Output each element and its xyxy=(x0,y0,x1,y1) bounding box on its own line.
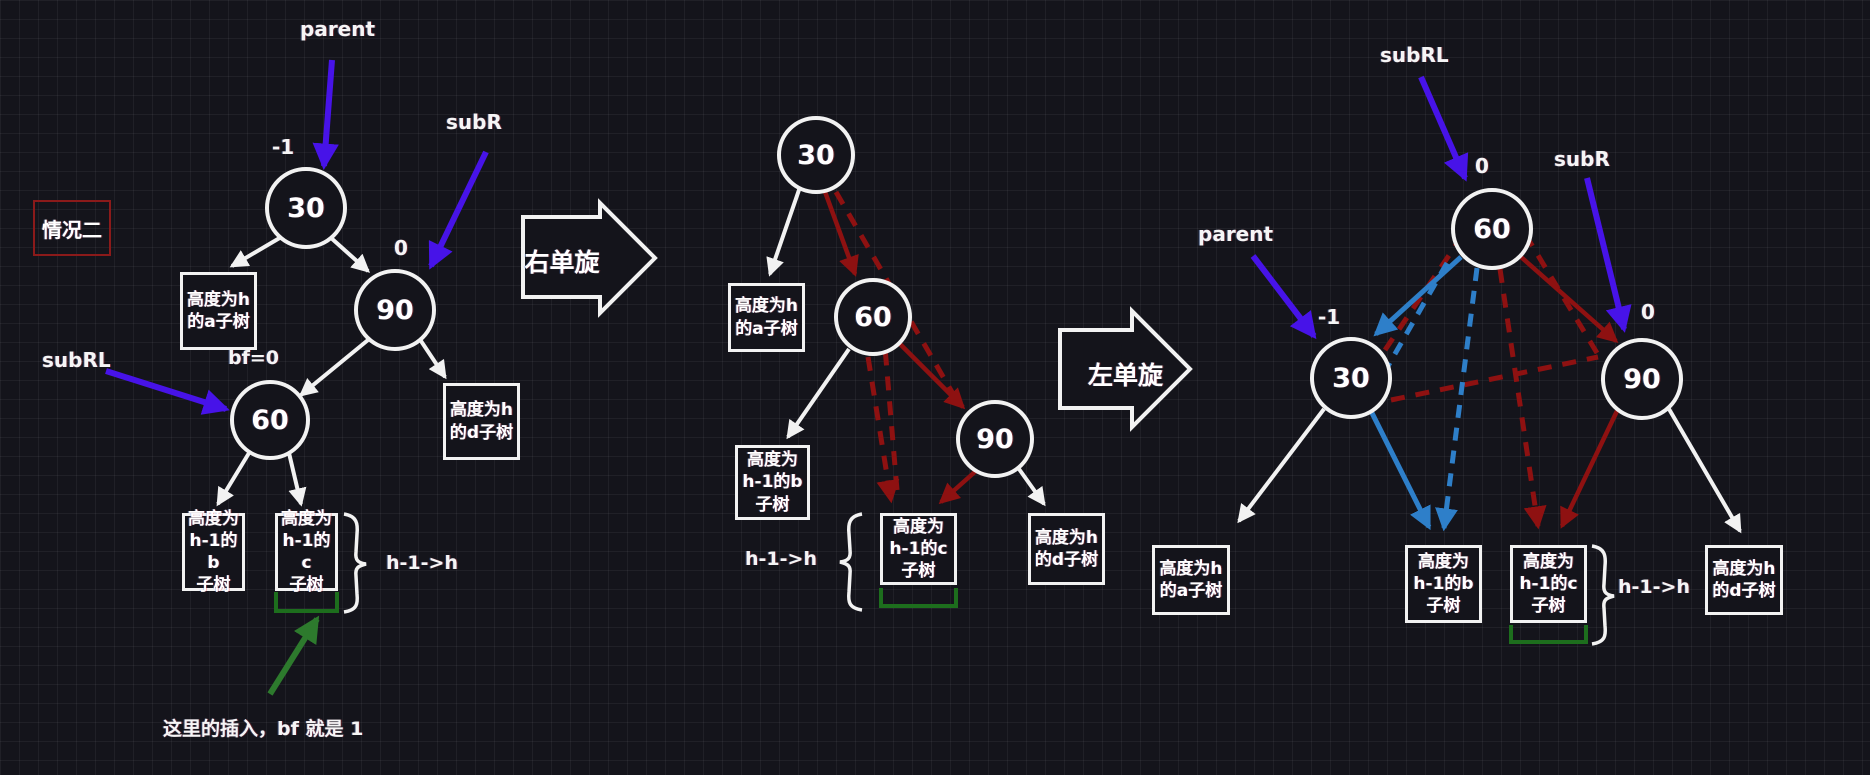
brace-middle-tree xyxy=(839,512,863,612)
insert-note-arrow xyxy=(267,615,320,696)
edge-left-60-c xyxy=(287,452,307,507)
parent-pointer-arrow-left xyxy=(312,59,339,170)
tree-node: 30 xyxy=(797,139,835,171)
edge-mid-90-d xyxy=(1017,467,1046,507)
edge-left-60-b xyxy=(216,451,251,507)
height-change-left: h-1->h xyxy=(386,552,458,574)
parent-pointer-arrow-right xyxy=(1250,254,1317,340)
subtree-box-b: 高度为 h-1的b 子树 xyxy=(735,445,810,520)
edge-right-60-90-red xyxy=(1519,255,1619,344)
subtree-box-c: 高度为 h-1的c 子树 xyxy=(1510,545,1587,623)
subrl-pointer-arrow-left xyxy=(105,368,230,415)
edge-right-30-90-dashed xyxy=(1390,354,1599,403)
bf-60-right: 0 xyxy=(1475,154,1489,178)
node-circle-right-30 xyxy=(1310,337,1392,419)
node-circle-left-60 xyxy=(230,380,310,460)
subr-label-right: subR xyxy=(1554,147,1610,171)
edge-right-90-c-red xyxy=(1559,410,1620,529)
left-rotation-arrow xyxy=(1058,306,1193,432)
right-rotation-label: 右单旋 xyxy=(524,248,600,277)
edge-mid-30-a xyxy=(766,186,802,277)
edge-right-30-a xyxy=(1237,407,1326,524)
subtree-box-c: 高度为 h-1的c 子树 xyxy=(275,509,338,595)
subtree-box-d: 高度为h 的d子树 xyxy=(443,383,520,460)
node-circle-mid-60 xyxy=(834,278,912,356)
edge-right-60-c-dashed xyxy=(1497,268,1547,530)
parent-label-right: parent xyxy=(1198,222,1274,246)
tree-node: 90 xyxy=(376,294,414,326)
edge-left-30-a xyxy=(229,234,285,268)
bf-root-left: -1 xyxy=(272,135,295,159)
tree-node: 60 xyxy=(251,404,289,436)
tree-node: 60 xyxy=(1473,213,1511,245)
edge-left-90-d xyxy=(419,339,447,380)
subtree-box-a: 高度为h 的a子树 xyxy=(1152,545,1230,615)
subrl-pointer-arrow-right xyxy=(1418,75,1469,182)
node-circle-right-90 xyxy=(1601,338,1683,420)
tree-node: 30 xyxy=(1332,362,1370,394)
brace-left-tree xyxy=(343,512,367,614)
edge-right-90-60-dashed xyxy=(1507,206,1600,355)
subr-pointer-arrow-left xyxy=(428,150,489,270)
parent-label-left: parent xyxy=(300,17,376,41)
tree-node: 30 xyxy=(287,192,325,224)
node-circle-mid-30 xyxy=(777,116,855,194)
subrl-label-right: subRL xyxy=(1380,43,1449,67)
edge-mid-30-60-red xyxy=(821,188,859,277)
bf-subr-left: 0 xyxy=(394,236,408,260)
tree-node: 90 xyxy=(1623,363,1661,395)
node-circle-mid-90 xyxy=(956,400,1034,478)
tree-node: 90 xyxy=(976,423,1014,455)
edge-mid-60-90-red xyxy=(898,342,966,410)
edge-right-30-b-blue xyxy=(1368,409,1432,531)
edge-right-90-d xyxy=(1667,407,1742,534)
insert-bracket-left xyxy=(274,592,339,613)
edge-mid-60-b xyxy=(786,347,851,440)
insert-bracket-right xyxy=(1509,625,1588,644)
subtree-box-a: 高度为h 的a子树 xyxy=(180,272,257,350)
edge-left-90-60 xyxy=(298,338,370,397)
subtree-box-c: 高度为 h-1的c 子树 xyxy=(880,513,957,585)
subr-pointer-arrow-right xyxy=(1584,177,1632,333)
edge-right-60-b-dashed xyxy=(1435,267,1480,532)
node-circle-left-90 xyxy=(354,269,436,351)
edge-mid-30-90-dashed xyxy=(833,190,963,408)
edge-mid-90-c-red xyxy=(938,468,979,505)
case-label-box: 情况二 xyxy=(33,200,111,256)
subtree-box-a: 高度为h 的a子树 xyxy=(728,283,805,352)
bf-subrl-left: bf=0 xyxy=(228,347,280,369)
bf-90-right: 0 xyxy=(1641,300,1655,324)
brace-right-tree xyxy=(1591,544,1615,646)
insert-bracket-middle xyxy=(879,588,958,608)
edge-left-30-90 xyxy=(328,235,371,273)
node-circle-left-30 xyxy=(265,167,347,249)
node-circle-right-60 xyxy=(1451,188,1533,270)
left-rotation-label: 左单旋 xyxy=(1087,361,1163,390)
subtree-box-b: 高度为 h-1的b 子树 xyxy=(1405,545,1482,623)
subr-label-left: subR xyxy=(446,110,502,134)
subtree-box-d: 高度为h 的d子树 xyxy=(1705,545,1783,615)
bf-30-right: -1 xyxy=(1318,305,1341,329)
height-change-right: h-1->h xyxy=(1618,576,1690,598)
insert-note: 这里的插入，bf 就是 1 xyxy=(163,718,364,740)
tree-node: 60 xyxy=(854,301,892,333)
height-change-middle: h-1->h xyxy=(745,548,817,570)
subtree-box-d: 高度为h 的d子树 xyxy=(1028,513,1105,585)
right-rotation-arrow xyxy=(521,198,658,318)
subrl-label-left: subRL xyxy=(42,348,111,372)
edge-right-60-30-blue xyxy=(1373,255,1463,337)
subtree-box-b: 高度为 h-1的b 子树 xyxy=(182,509,245,595)
